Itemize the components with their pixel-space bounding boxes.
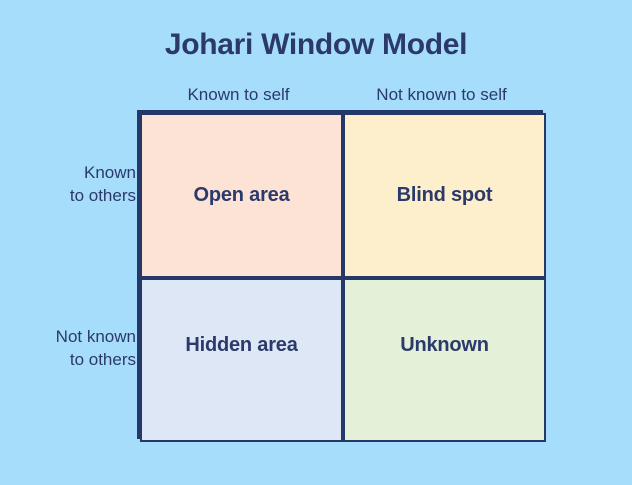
row-header-not-known-to-others-line1: Not known — [55, 327, 136, 346]
quadrant-open-area-label: Open area — [193, 184, 290, 206]
quadrant-hidden-area: Hidden area — [140, 278, 343, 442]
row-header-known-to-others-line1: Known — [84, 163, 136, 182]
quadrant-unknown-label: Unknown — [400, 334, 489, 356]
column-header-known-to-self: Known to self — [187, 85, 290, 104]
quadrant-matrix: Open area Blind spot Hidden area Unknown — [137, 110, 546, 442]
quadrant-blind-spot-label: Blind spot — [396, 184, 493, 206]
column-header-not-known-to-self: Not known to self — [376, 85, 507, 104]
quadrant-hidden-area-label: Hidden area — [185, 334, 298, 356]
row-header-known-to-others-line2: to others — [69, 186, 136, 205]
quadrant-open-area: Open area — [140, 113, 343, 278]
quadrant-unknown: Unknown — [343, 278, 546, 442]
page-title: Johari Window Model — [164, 28, 468, 61]
quadrant-blind-spot: Blind spot — [343, 113, 546, 278]
row-header-not-known-to-others: Not known to others — [0, 325, 136, 371]
row-header-not-known-to-others-line2: to others — [69, 350, 136, 369]
row-header-known-to-others: Known to others — [0, 161, 136, 207]
